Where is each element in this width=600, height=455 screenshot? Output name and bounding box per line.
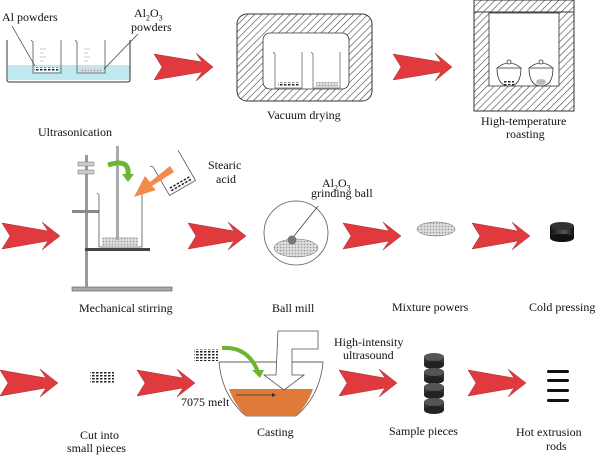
- flow-arrow: [136, 368, 196, 398]
- flow-arrow: [342, 221, 402, 251]
- stearic-beaker: [150, 149, 197, 197]
- stirrer-rod: [116, 146, 119, 240]
- label-al-powders: Al powders: [2, 10, 58, 24]
- label-high-intensity: High-intensity: [334, 335, 404, 349]
- beaker: [96, 192, 143, 248]
- label-rods: rods: [546, 439, 567, 453]
- label-cut-into: Cut into: [80, 428, 120, 442]
- label-acid: acid: [216, 172, 236, 186]
- furnace: [473, 0, 575, 112]
- label-ultrasonication: Ultrasonication: [38, 125, 112, 139]
- vacuum-oven: [236, 13, 373, 102]
- label-hot-extrusion: Hot extrusion: [516, 425, 582, 439]
- label-grinding-ball: grinding ball: [311, 186, 373, 200]
- mixture-powder: [416, 221, 456, 237]
- crucible-2: [528, 59, 554, 87]
- label-small-pieces: small pieces: [67, 441, 126, 455]
- pour-arrow: [134, 166, 174, 197]
- ball-mill: [263, 200, 329, 266]
- pointer-line: [11, 25, 36, 67]
- stand-base: [71, 286, 173, 292]
- extrusion-rods: [547, 370, 569, 402]
- add-arrow: [221, 345, 260, 373]
- label-high-temp-1: High-temperature: [481, 114, 567, 128]
- label-ultrasound: ultrasound: [343, 348, 394, 362]
- pieces-to-cast: [194, 349, 218, 361]
- label-casting: Casting: [257, 425, 294, 439]
- label-al2o3-formula: Al2O3: [134, 6, 163, 23]
- pressed-disc: [550, 222, 574, 242]
- flow-arrow: [467, 368, 527, 398]
- sample-pieces: [424, 353, 444, 414]
- label-high-temp-2: roasting: [506, 127, 545, 141]
- label-al2o3-powders: powders: [131, 20, 172, 34]
- label-sample-pieces: Sample pieces: [389, 424, 458, 438]
- pointer-line: [103, 33, 139, 70]
- label-vacuum-drying: Vacuum drying: [267, 108, 341, 122]
- flow-arrow: [471, 221, 531, 251]
- flow-arrow: [153, 52, 214, 82]
- ultrasound-probe: [262, 330, 319, 391]
- crucible-1: [496, 59, 522, 87]
- label-mechanical-stirring: Mechanical stirring: [79, 301, 173, 315]
- label-7075-melt: 7075 melt: [181, 395, 230, 409]
- beaker-al2o3: [74, 39, 106, 74]
- flow-arrow: [392, 52, 453, 82]
- cut-pieces: [90, 372, 114, 384]
- label-mixture-powers: Mixture powers: [392, 300, 469, 314]
- beaker-al: [30, 39, 62, 74]
- label-grinding-formula: Al2O3: [322, 176, 351, 193]
- flow-arrow: [1, 221, 61, 251]
- ultrasonic-bath: [6, 25, 139, 83]
- flow-arrow: [338, 368, 398, 398]
- stand-rod: [85, 155, 88, 287]
- rotation-arrow: [107, 160, 131, 176]
- casting-crucible: [218, 330, 324, 417]
- label-stearic: Stearic: [208, 158, 242, 172]
- label-cold-pressing: Cold pressing: [529, 300, 596, 314]
- flow-arrow: [187, 221, 247, 251]
- flow-arrow: [0, 368, 59, 398]
- label-ball-mill: Ball mill: [272, 301, 315, 315]
- stirring-apparatus: [71, 146, 197, 292]
